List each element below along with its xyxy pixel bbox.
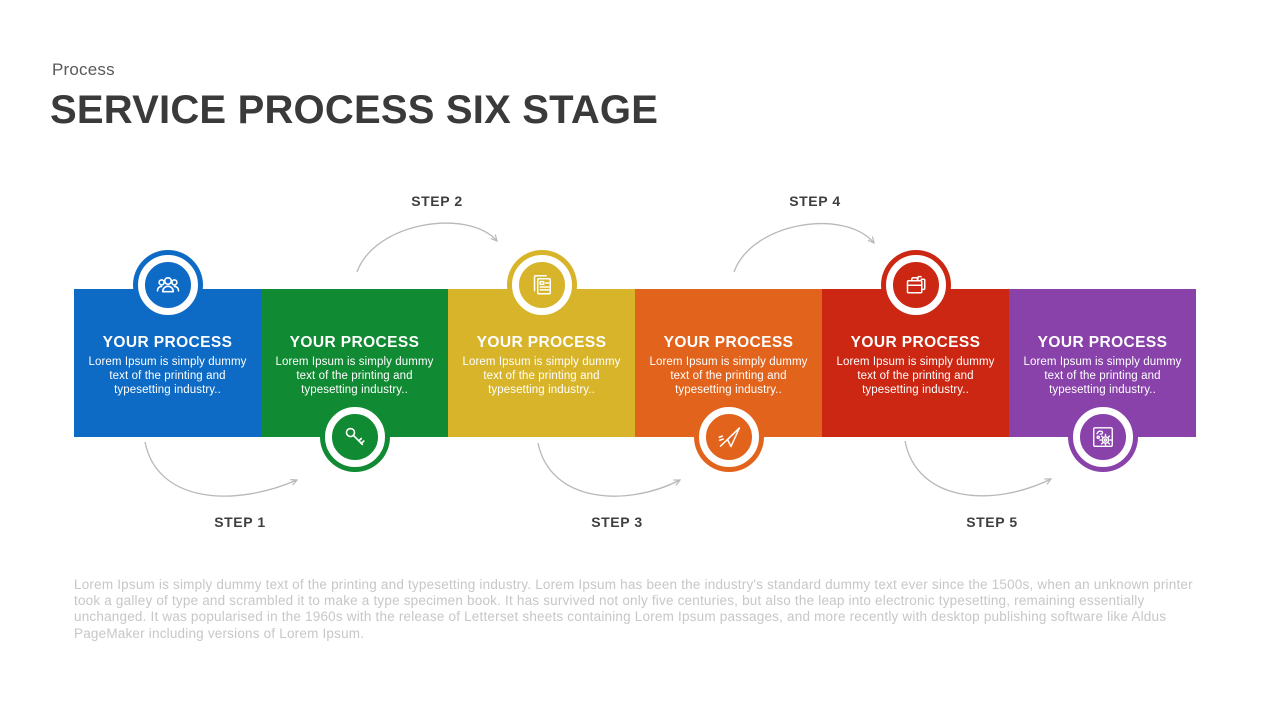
block-body: Lorem Ipsum is simply dummy text of the … bbox=[88, 356, 247, 396]
process-block-3: YOUR PROCESS Lorem Ipsum is simply dummy… bbox=[448, 255, 635, 437]
paper-plane-icon bbox=[718, 427, 740, 448]
block-title: YOUR PROCESS bbox=[663, 334, 794, 351]
users-group-icon bbox=[156, 276, 179, 293]
step3-arrow bbox=[537, 442, 680, 497]
block-title: YOUR PROCESS bbox=[850, 334, 981, 351]
block-body: Lorem Ipsum is simply dummy text of the … bbox=[462, 356, 621, 396]
block-title: YOUR PROCESS bbox=[102, 334, 233, 351]
step2-arrow bbox=[356, 222, 497, 273]
key-icon bbox=[345, 427, 365, 446]
block-title: YOUR PROCESS bbox=[1037, 334, 1168, 351]
step-label-5: STEP 5 bbox=[966, 514, 1018, 530]
block-title: YOUR PROCESS bbox=[289, 334, 420, 351]
block-body: Lorem Ipsum is simply dummy text of the … bbox=[1023, 356, 1182, 396]
step1-arrow bbox=[144, 441, 297, 497]
footer-paragraph: Lorem Ipsum is simply dummy text of the … bbox=[74, 576, 1193, 641]
step1-icon-circle bbox=[137, 255, 198, 315]
step4-icon-circle bbox=[698, 407, 759, 467]
step5-icon-circle bbox=[885, 255, 946, 315]
step2-icon-circle bbox=[324, 407, 385, 467]
process-block-4: YOUR PROCESS Lorem Ipsum is simply dummy… bbox=[635, 289, 822, 467]
step6-icon-circle bbox=[1072, 407, 1133, 467]
step4-arrow bbox=[733, 223, 874, 273]
step5-arrow bbox=[904, 440, 1051, 497]
briefcase-icon bbox=[906, 275, 925, 294]
process-block-5: YOUR PROCESS Lorem Ipsum is simply dummy… bbox=[822, 255, 1009, 437]
page-title: SERVICE PROCESS SIX STAGE bbox=[50, 88, 659, 132]
step-label-3: STEP 3 bbox=[591, 514, 643, 530]
slide-eyebrow: Process bbox=[52, 60, 115, 79]
process-band: YOUR PROCESS Lorem Ipsum is simply dummy… bbox=[74, 255, 1196, 467]
step-label-2: STEP 2 bbox=[411, 193, 463, 209]
block-body: Lorem Ipsum is simply dummy text of the … bbox=[275, 356, 434, 396]
process-block-2: YOUR PROCESS Lorem Ipsum is simply dummy… bbox=[261, 289, 448, 467]
process-block-1: YOUR PROCESS Lorem Ipsum is simply dummy… bbox=[74, 255, 261, 437]
blueprint-gear-icon bbox=[1092, 427, 1113, 447]
step-label-4: STEP 4 bbox=[789, 193, 841, 209]
process-block-6: YOUR PROCESS Lorem Ipsum is simply dummy… bbox=[1009, 289, 1196, 467]
step-label-1: STEP 1 bbox=[214, 514, 266, 530]
step3-icon-circle bbox=[511, 255, 572, 315]
report-icon bbox=[533, 275, 551, 295]
block-body: Lorem Ipsum is simply dummy text of the … bbox=[649, 356, 808, 396]
block-title: YOUR PROCESS bbox=[476, 334, 607, 351]
block-body: Lorem Ipsum is simply dummy text of the … bbox=[836, 356, 995, 396]
